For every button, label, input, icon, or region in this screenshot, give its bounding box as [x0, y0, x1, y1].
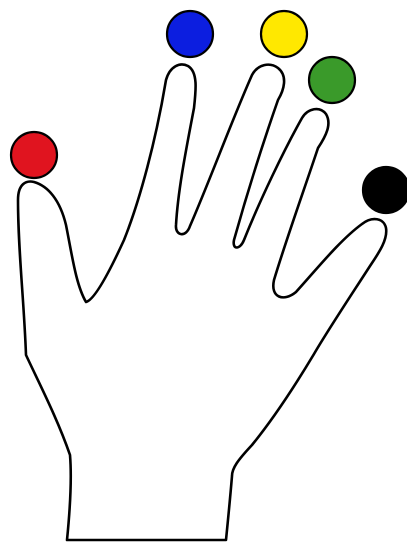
middle-dot-yellow: [261, 11, 307, 57]
ring-dot-green: [309, 57, 355, 103]
hand-outline: [18, 65, 386, 540]
little-dot-black: [363, 167, 407, 213]
index-dot-blue: [167, 11, 213, 57]
thumb-dot-red: [11, 132, 57, 178]
